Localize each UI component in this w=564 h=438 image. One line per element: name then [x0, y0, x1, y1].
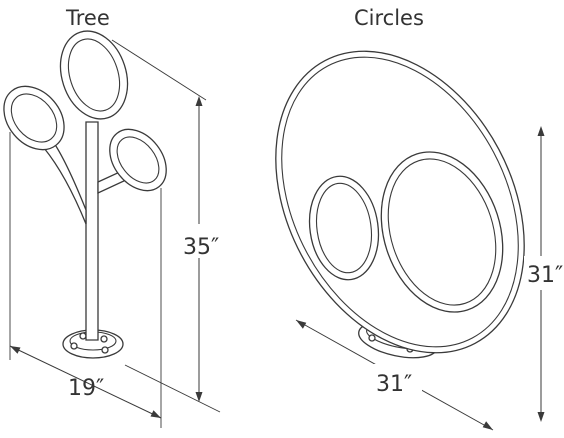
- tree-post: [85, 121, 99, 341]
- circles-title: Circles: [354, 6, 424, 30]
- circles-height-dimension: 31″: [524, 126, 564, 422]
- circles-right-ring: [380, 151, 504, 313]
- tree-height-dimension: 35″: [111, 39, 226, 413]
- tree-top-ring: [59, 30, 129, 120]
- tree-title: Tree: [65, 6, 110, 30]
- circles-left-ring: [308, 175, 380, 281]
- tree-rack: Tree: [3, 6, 226, 428]
- tree-base-plate: [62, 329, 124, 359]
- circles-rack: Circles: [275, 6, 564, 431]
- tree-right-ring: [109, 128, 167, 192]
- circles-width-label: 31″: [376, 372, 412, 397]
- circles-width-dimension: 31″: [295, 319, 494, 431]
- circles-height-label: 31″: [527, 263, 563, 288]
- tree-left-branch: [43, 138, 87, 225]
- tree-left-ring: [3, 85, 65, 151]
- tree-height-label: 35″: [183, 235, 219, 260]
- tree-width-dimension: 19″: [9, 132, 162, 428]
- tree-width-label: 19″: [68, 376, 104, 401]
